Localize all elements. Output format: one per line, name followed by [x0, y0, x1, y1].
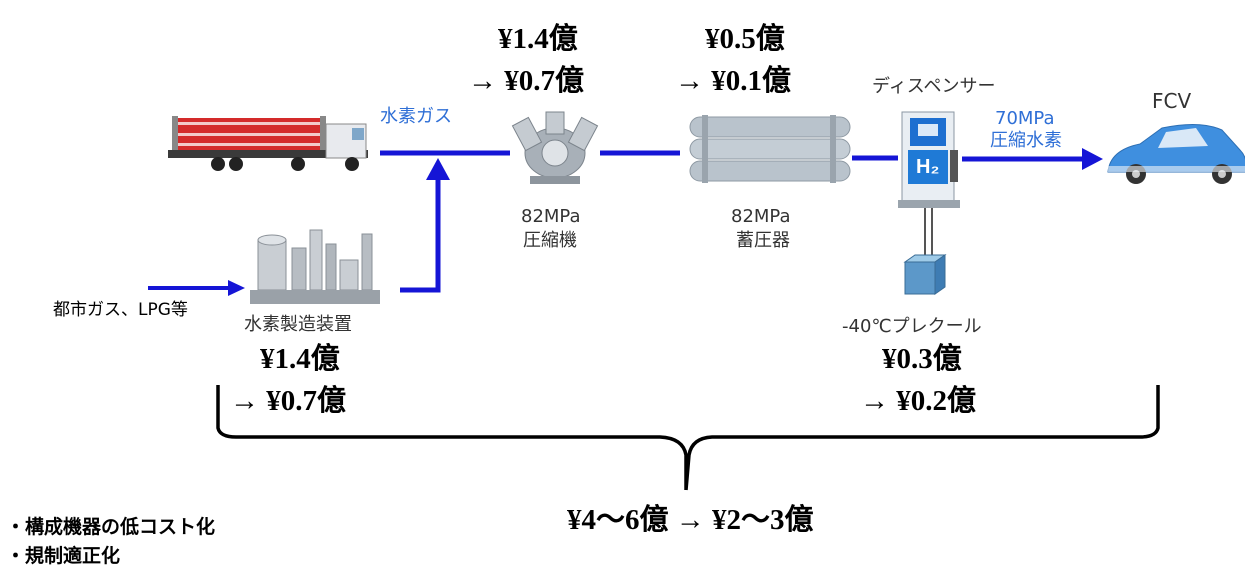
accumulator-label-line1: 82MPa [731, 206, 791, 227]
compressor-label-line1: 82MPa [521, 206, 581, 227]
note-regulation: ・規制適正化 [6, 545, 121, 567]
accumulator-image [689, 115, 851, 183]
generator-label: 水素製造装置 [244, 314, 352, 335]
hydrogen-gas-label: 水素ガス [380, 106, 452, 127]
accumulator-cost-current: ¥0.5億 [705, 23, 785, 55]
pressure-label-line2: 圧縮水素 [990, 130, 1062, 151]
pressure-label-line1: 70MPa [995, 108, 1055, 129]
fcv-car-image [1107, 124, 1245, 184]
city-gas-label: 都市ガス、LPG等 [53, 300, 188, 320]
accumulator-cost-target: → ¥0.1億 [675, 65, 792, 97]
arrow-generator-up-head [426, 158, 450, 180]
h2-label: H₂ [916, 156, 940, 178]
compressor-label-line2: 圧縮機 [523, 230, 577, 251]
total-cost-brace [216, 385, 1160, 491]
precool-cost-target: → ¥0.2億 [860, 385, 977, 417]
accumulator-label-line2: 蓄圧器 [736, 230, 790, 251]
precool-label: -40℃プレクール [842, 316, 982, 337]
dispenser-label: ディスペンサー [872, 76, 996, 97]
precool-unit-image [903, 254, 947, 295]
compressor-cost-target: → ¥0.7億 [468, 65, 585, 97]
arrow-to-fcv-head [1082, 148, 1103, 170]
hydrogen-generator-image [250, 229, 380, 304]
precool-cost-current: ¥0.3億 [882, 343, 962, 375]
tube-trailer-truck [168, 116, 368, 171]
dispenser-image [898, 111, 960, 255]
generator-cost-target: → ¥0.7億 [230, 385, 347, 417]
generator-cost-current: ¥1.4億 [260, 343, 340, 375]
fcv-label: FCV [1152, 89, 1192, 113]
note-cost-reduction: ・構成機器の低コスト化 [6, 516, 216, 538]
total-cost: ¥4〜6億 → ¥2〜3億 [567, 504, 814, 536]
compressor-cost-current: ¥1.4億 [498, 23, 578, 55]
compressor-image [511, 111, 599, 184]
arrow-city-gas-head [228, 280, 245, 296]
arrow-generator-up [400, 178, 441, 293]
